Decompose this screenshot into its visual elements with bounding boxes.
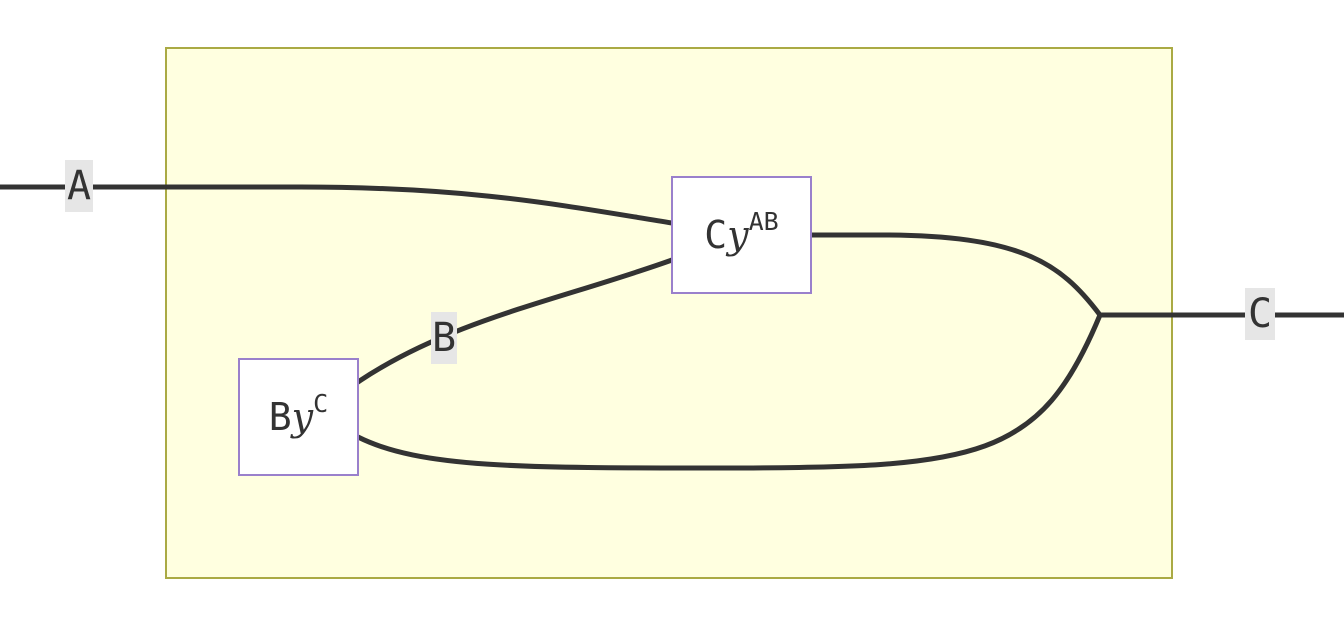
- box-cy-base: C: [704, 213, 728, 257]
- wire-label-b: B: [431, 312, 457, 364]
- box-by-var: y: [291, 395, 314, 439]
- box-by: ByC: [238, 358, 359, 476]
- box-cy-label: CyAB: [704, 209, 778, 257]
- box-by-label: ByC: [268, 391, 328, 439]
- box-cy-var: y: [727, 213, 749, 257]
- wire-label-c: C: [1245, 288, 1275, 340]
- wire-b: [355, 257, 675, 385]
- wire-label-a: A: [65, 160, 93, 212]
- box-by-base: B: [268, 395, 292, 439]
- wire-a-inner: [163, 184, 675, 226]
- enclosing-region: [165, 47, 1173, 579]
- wire-by-to-join: [355, 312, 1103, 471]
- wire-cy-to-join: [809, 232, 1103, 318]
- box-by-exponent: C: [313, 389, 329, 419]
- box-cy-exponent: AB: [748, 207, 779, 237]
- box-cy: CyAB: [671, 176, 812, 294]
